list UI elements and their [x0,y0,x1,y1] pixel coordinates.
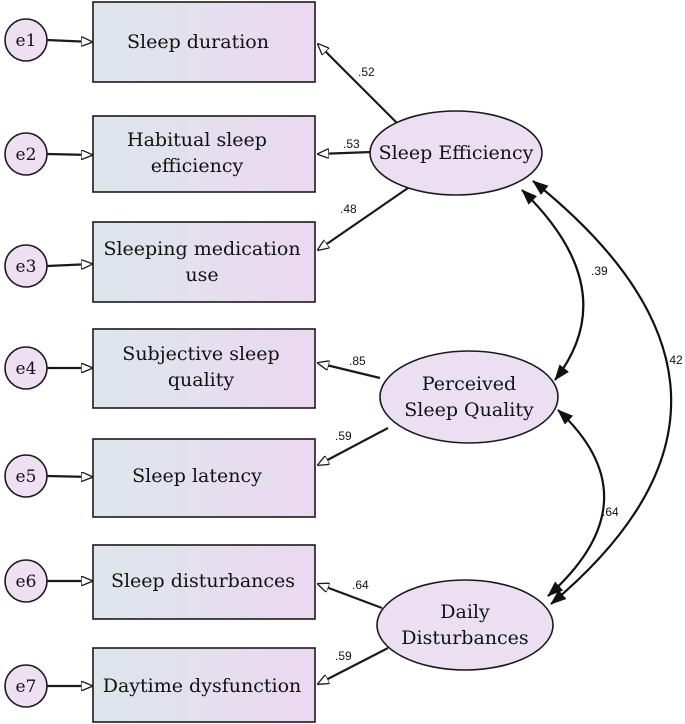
indicator-daytime-dysfunction: Daytime dysfunction [92,647,316,723]
indicator-sleeping-medication-use: Sleeping medication use [92,221,316,303]
indicator-sleep-duration: Sleep duration [92,1,316,83]
loading-label-sleeping-medication-use: .48 [340,202,357,216]
indicator-habitual-sleep-efficiency-line-1: Habitual sleep [127,129,267,151]
error-e4-label: e4 [16,359,37,379]
indicator-subjective-sleep-quality-line-2: quality [168,369,235,391]
factor-daily-disturbances-line-1: Daily [440,601,490,623]
indicator-daytime-dysfunction-label: Daytime dysfunction [103,675,302,697]
error-e2-label: e2 [16,145,37,165]
correlation-label-quality-disturbances: .64 [602,505,619,519]
factor-sleep-efficiency-label: Sleep Efficiency [379,142,534,164]
indicator-sleep-disturbances-label: Sleep disturbances [111,570,295,592]
error-e3: e3 [4,244,48,288]
loading-path-sleep-duration [318,44,401,127]
error-e5-label: e5 [16,467,37,487]
loading-label-subjective-sleep-quality: .85 [349,354,366,368]
indicator-habitual-sleep-efficiency: Habitual sleep efficiency [92,115,316,193]
indicator-sleep-latency: Sleep latency [92,438,316,518]
error-e7-label: e7 [16,677,37,697]
indicator-sleep-disturbances: Sleep disturbances [92,544,316,620]
indicator-sleeping-medication-use-line-2: use [185,264,218,286]
loading-label-daytime-dysfunction: .59 [335,649,352,663]
error-e1-label: e1 [16,31,37,51]
loading-label-sleep-disturbances: .64 [352,578,369,592]
error-e5: e5 [4,454,48,498]
loading-label-sleep-duration: .52 [358,65,375,79]
indicator-sleep-latency-label: Sleep latency [132,465,262,487]
loading-label-sleep-latency: .59 [335,429,352,443]
error-path-e5 [46,476,92,477]
loading-path-subjective-sleep-quality [318,363,381,380]
error-e6: e6 [4,559,48,603]
indicator-subjective-sleep-quality-line-1: Subjective sleep [122,343,279,365]
loading-path-daytime-dysfunction [318,647,389,684]
loading-path-sleeping-medication-use [318,187,409,250]
loading-path-habitual-sleep-efficiency [318,152,373,154]
correlation-curve-efficiency-disturbances [532,180,673,605]
loading-label-habitual-sleep-efficiency: .53 [343,137,360,151]
error-e3-label: e3 [16,257,37,277]
error-e6-label: e6 [16,572,37,592]
factor-perceived-sleep-quality: Perceived Sleep Quality [379,350,559,444]
error-e2: e2 [4,132,48,176]
indicator-sleeping-medication-use-line-1: Sleeping medication [103,238,300,260]
loading-path-sleep-latency [318,427,389,465]
indicator-sleep-duration-label: Sleep duration [127,31,269,53]
indicator-habitual-sleep-efficiency-line-2: efficiency [151,155,244,177]
loading-path-sleep-disturbances [318,584,383,610]
factor-daily-disturbances: Daily Disturbances [376,579,554,671]
factor-perceived-sleep-quality-line-1: Perceived [422,373,516,395]
error-e7: e7 [4,664,48,708]
indicator-subjective-sleep-quality: Subjective sleep quality [92,328,316,409]
error-path-e1 [46,40,92,42]
error-path-e2 [46,154,92,155]
factor-perceived-sleep-quality-line-2: Sleep Quality [404,399,534,421]
correlation-label-efficiency-quality: .39 [591,264,608,278]
error-path-e3 [46,264,92,266]
error-e4: e4 [4,346,48,390]
correlation-curve-efficiency-quality [521,189,585,381]
factor-sleep-efficiency: Sleep Efficiency [369,110,543,196]
correlation-curve-quality-disturbances [547,409,606,597]
factor-daily-disturbances-line-2: Disturbances [401,627,528,649]
error-e1: e1 [4,18,48,62]
correlation-label-efficiency-disturbances: .42 [666,353,683,367]
